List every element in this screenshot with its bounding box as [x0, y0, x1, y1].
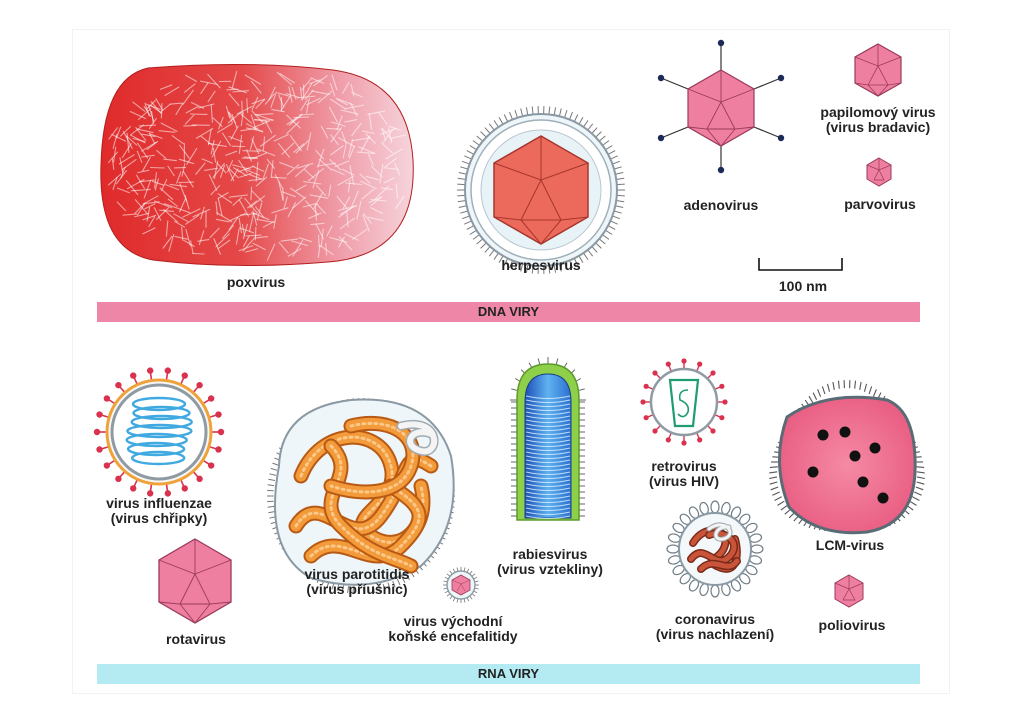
scale-bar	[758, 258, 843, 271]
label-scale: 100 nm	[778, 278, 828, 294]
rna-viruses-band: RNA VIRY	[97, 664, 920, 684]
dna-viruses-band: DNA VIRY	[97, 302, 920, 322]
parotitidis-illustration	[267, 397, 455, 595]
label-rotavirus: rotavirus	[166, 631, 226, 647]
adenovirus-illustration	[657, 39, 785, 174]
label-papillomavirus: papilomový virus(virus bradavic)	[820, 104, 936, 135]
label-poxvirus: poxvirus	[226, 274, 286, 290]
rotavirus-illustration	[158, 538, 232, 624]
label-retrovirus: retrovirus(virus HIV)	[648, 458, 719, 489]
influenza-illustration	[93, 367, 225, 497]
poliovirus-illustration	[834, 574, 864, 608]
label-rabiesvirus: rabiesvirus(virus vztekliny)	[497, 546, 603, 577]
rabiesvirus-illustration	[510, 357, 586, 521]
label-influenza: virus influenzae(virus chřipky)	[106, 495, 212, 526]
virus-illustrations	[93, 39, 925, 624]
label-coronavirus: coronavirus(virus nachlazení)	[655, 611, 775, 642]
label-parotitidis: virus parotitidis(virus příušnic)	[304, 566, 410, 597]
parvovirus-illustration	[866, 157, 892, 187]
label-parvovirus: parvovirus	[844, 196, 916, 212]
coronavirus-illustration	[666, 500, 764, 598]
virus-diagram-panel: DNA VIRY RNA VIRY poxvirus herpesvirus a…	[73, 30, 949, 693]
label-lcm-virus: LCM-virus	[815, 537, 885, 553]
label-poliovirus: poliovirus	[818, 617, 886, 633]
retrovirus-illustration	[640, 358, 728, 446]
papillomavirus-illustration	[854, 43, 902, 97]
label-herpesvirus: herpesvirus	[501, 257, 581, 273]
poxvirus-illustration	[100, 63, 414, 267]
eee-virus-illustration	[443, 567, 479, 603]
label-adenovirus: adenovirus	[683, 197, 759, 213]
herpesvirus-illustration	[457, 106, 625, 274]
lcm-virus-illustration	[769, 380, 925, 535]
